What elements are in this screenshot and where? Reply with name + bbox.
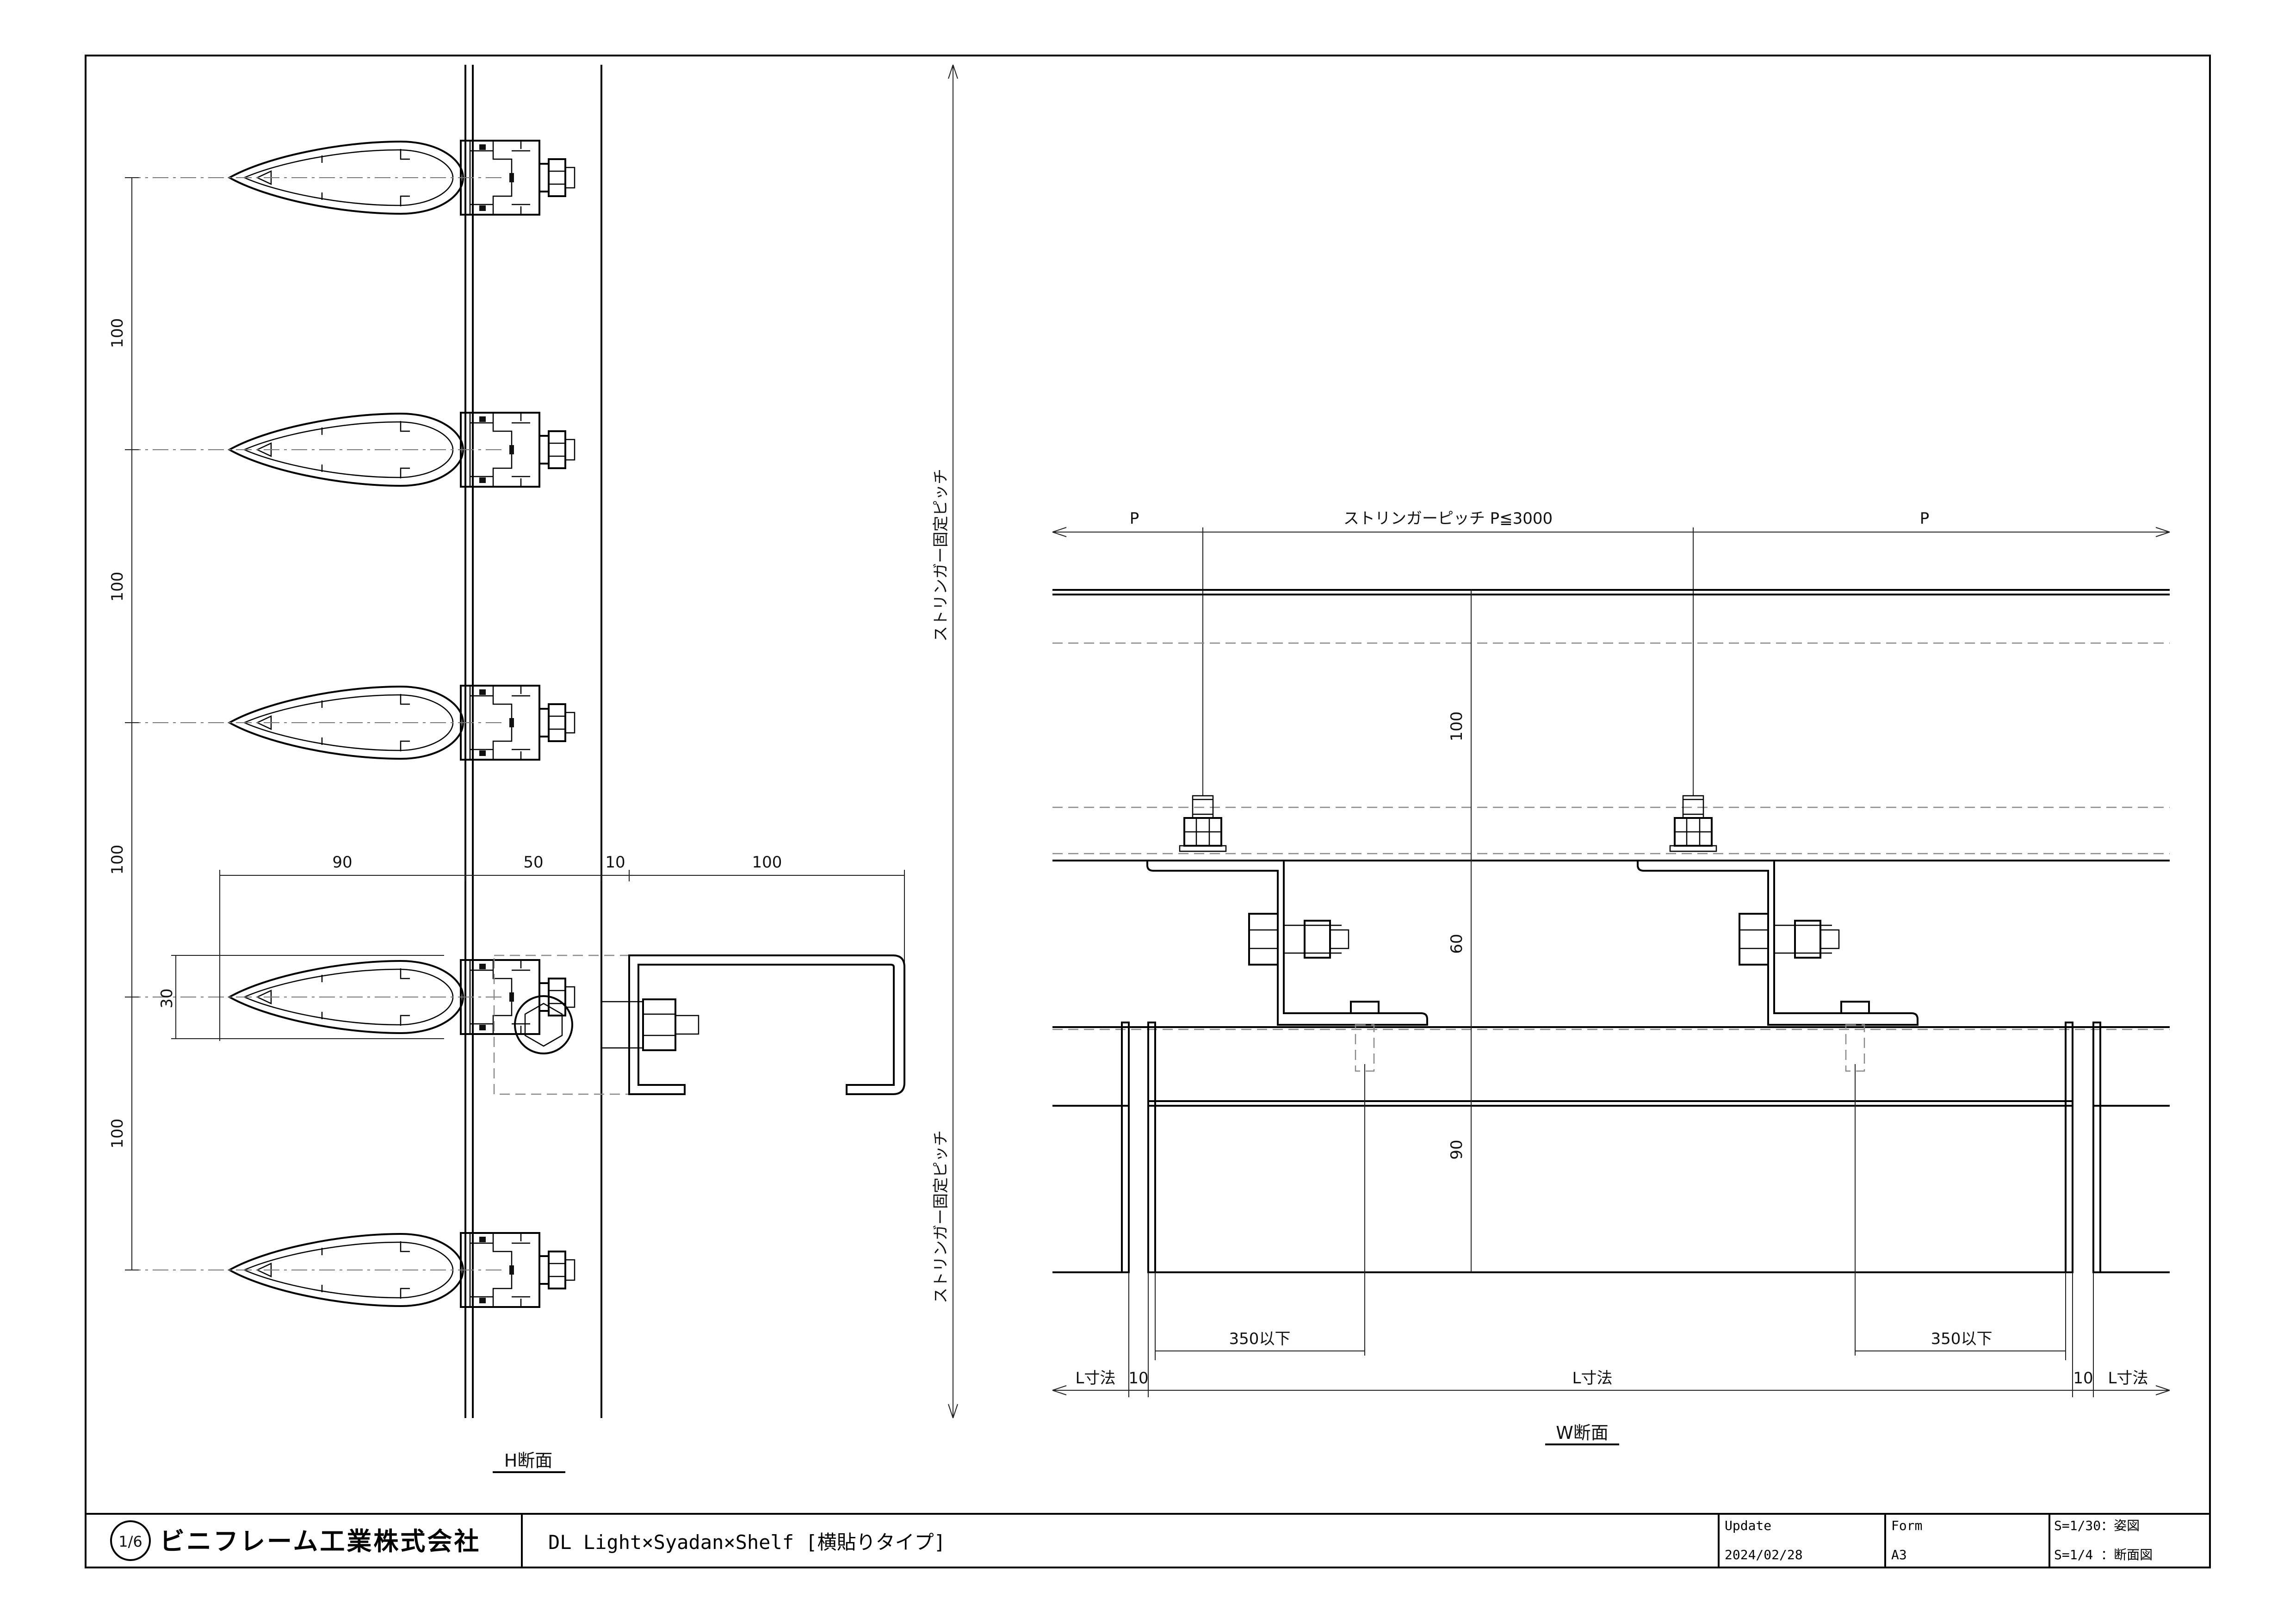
dim-100-c: 100 (108, 845, 127, 875)
ten-left: 10 (1128, 1369, 1148, 1388)
company-logo-icon (110, 1520, 151, 1561)
louver-profile (229, 140, 576, 216)
stringer-pitch-label-top: ストリンガー固定ピッチ (932, 469, 950, 642)
shelf-bracket (493, 954, 905, 1095)
form-value: A3 (1891, 1547, 1907, 1562)
pitch-dim-line (1052, 527, 2170, 796)
louver-profile (229, 1232, 576, 1308)
scale-2: S=1/4 ：断面図 (2054, 1547, 2153, 1562)
company-name: ビニフレーム工業株式会社 (160, 1527, 481, 1556)
bracket-left (1146, 795, 1428, 1072)
l-dim-line (1052, 1272, 2170, 1397)
dim-350-right: 350以下 (1931, 1330, 1993, 1348)
h-section: 100 100 100 100 30 90 50 10 100 ストリンガー固定… (108, 64, 958, 1473)
wall-line (464, 65, 602, 1418)
l-left: L寸法 (1076, 1369, 1116, 1388)
dim-30-line (171, 955, 444, 1039)
update-value: 2024/02/28 (1725, 1547, 1803, 1562)
form-label: Form (1891, 1518, 1922, 1533)
louver-profile (229, 412, 576, 488)
update-label: Update (1725, 1518, 1771, 1533)
louver-row (229, 140, 576, 1308)
louver-mid-lines (1052, 860, 2170, 1028)
dim-90: 90 (332, 853, 352, 872)
dim-90-w: 90 (1448, 1140, 1466, 1159)
dim-350-right-line (1855, 1064, 2066, 1360)
dim-60-w: 60 (1448, 934, 1466, 954)
scale-1: S=1/30：姿図 (2054, 1518, 2140, 1533)
louver-centerlines (125, 177, 504, 1270)
louver-profile (229, 685, 576, 761)
h-vertical-dim-line (125, 177, 139, 1270)
louver-hidden-lines (1052, 642, 2170, 1030)
sheet-border (85, 55, 2211, 1568)
l-center: L寸法 (1572, 1369, 1613, 1388)
stringer-pitch-label-bottom: ストリンガー固定ピッチ (932, 1130, 950, 1303)
stringer-pitch-dim (948, 64, 958, 1419)
ten-right: 10 (2073, 1369, 2093, 1388)
dim-350-left: 350以下 (1229, 1330, 1291, 1348)
dim-100-a: 100 (108, 318, 127, 348)
shelf-board (1147, 1026, 2073, 1273)
pitch-right: P (1920, 509, 1930, 528)
dim-100-d: 100 (108, 1119, 127, 1149)
company-logo-glyph: 1/6 (118, 1533, 142, 1550)
shelf-outline (1052, 1105, 2170, 1273)
h-section-title: H断面 (504, 1450, 553, 1471)
louver-top-lines (1052, 589, 2170, 595)
louver-profile (229, 959, 576, 1035)
dim-350-left-line (1155, 1064, 1365, 1360)
dim-10: 10 (605, 853, 625, 872)
dim-30: 30 (158, 988, 176, 1008)
dim-100-b: 100 (108, 572, 127, 602)
dim-100-h: 100 (752, 853, 782, 872)
h-horizontal-dim-line (219, 870, 905, 1041)
pitch-center: ストリンガーピッチ P≦3000 (1343, 509, 1553, 528)
dim-50: 50 (523, 853, 543, 872)
title-block: 1/6 ビニフレーム工業株式会社 DL Light×Syadan×Shelf [… (86, 1513, 2210, 1567)
shelf-end-plates (1121, 1022, 2101, 1273)
product-title: DL Light×Syadan×Shelf [横貼りタイプ] (548, 1531, 946, 1554)
dim-100-w: 100 (1448, 712, 1466, 742)
bracket-right (1637, 795, 1918, 1072)
pitch-left: P (1130, 509, 1139, 528)
w-section-title: W断面 (1556, 1423, 1609, 1443)
l-right: L寸法 (2108, 1369, 2148, 1388)
w-section: P ストリンガーピッチ P≦3000 P (1052, 509, 2170, 1445)
